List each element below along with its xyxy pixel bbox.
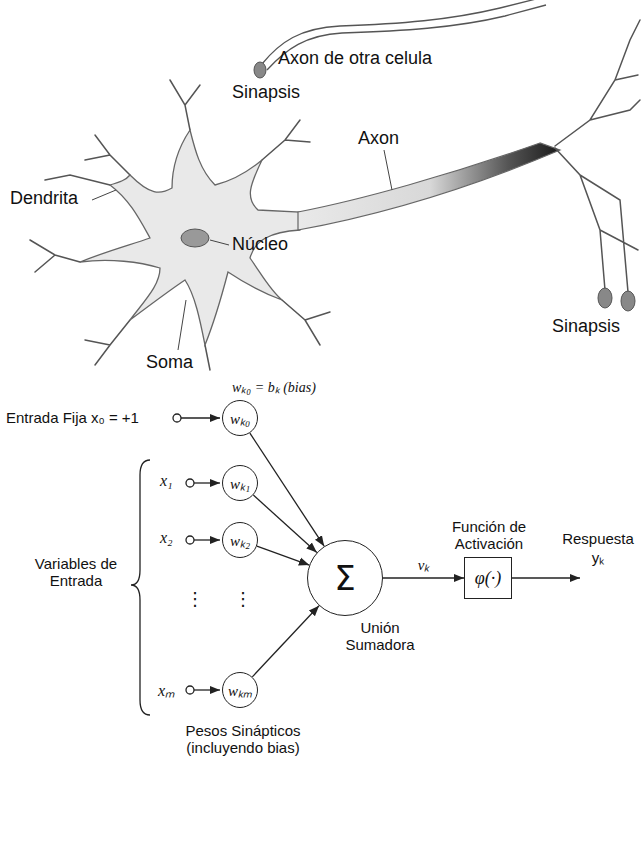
output-label: Respuesta yₖ: [556, 530, 640, 567]
node-text: wₖ₁: [230, 473, 250, 493]
weight-circle: wₖ₂: [222, 522, 258, 558]
connector: [252, 606, 319, 677]
connector: [253, 495, 316, 552]
ellipsis: ⋮: [186, 588, 204, 609]
dendrites: [30, 80, 330, 370]
bias-label: wₖ₀ = bₖ (bias): [232, 377, 316, 396]
other-cell-axon: [262, 0, 546, 70]
activation-box: Función de Activaciónφ(·): [464, 557, 512, 599]
part-label: Axon: [358, 128, 399, 149]
input-brace: [131, 460, 150, 715]
synapse-knob: [598, 288, 612, 308]
weight-circle: wₖ₀: [222, 400, 258, 436]
node-heading: Unión Sumadora: [338, 619, 422, 653]
input-wires: [181, 418, 220, 690]
part-label: Dendrita: [10, 188, 78, 209]
part-label: Núcleo: [232, 234, 288, 255]
summing-junction: ΣUnión Sumadora: [307, 540, 383, 616]
input-label: Entrada Fija x₀ = +1: [6, 409, 139, 426]
node-text: wₖₘ: [228, 680, 252, 700]
group-label: Pesos Sinápticos (incluyendo bias): [168, 722, 318, 756]
group-label: Variables de Entrada: [26, 555, 126, 589]
nucleus: [181, 229, 209, 247]
synapse-knob: [254, 62, 266, 78]
input-terminals: [173, 414, 194, 694]
input-label: x₂: [160, 529, 173, 547]
connector: [257, 546, 309, 565]
leader-lines: [92, 150, 392, 350]
connector: [250, 433, 324, 546]
edge-label: vₖ: [416, 554, 432, 574]
node-heading: Función de Activación: [424, 518, 554, 552]
part-label: Sinapsis: [552, 316, 620, 337]
connector: [383, 577, 464, 578]
node-text: Σ: [334, 558, 355, 598]
node-text: wₖ₀: [230, 408, 250, 428]
axon-terminals: [555, 20, 640, 292]
node-text: φ(·): [475, 568, 501, 589]
output-wire: [512, 577, 580, 578]
node-text: wₖ₂: [230, 530, 250, 550]
part-label: Soma: [146, 352, 193, 373]
ellipsis: ⋮: [234, 588, 252, 609]
input-label: xₘ: [158, 679, 175, 701]
soma: [80, 130, 300, 345]
synapse-knob: [621, 291, 635, 311]
weight-circle: wₖ₁: [222, 465, 258, 501]
part-label: Sinapsis: [232, 82, 300, 103]
weight-circle: wₖₘ: [222, 672, 258, 708]
part-label: Axon de otra celula: [278, 48, 432, 69]
input-label: x₁: [160, 472, 173, 490]
axon: [298, 143, 560, 230]
